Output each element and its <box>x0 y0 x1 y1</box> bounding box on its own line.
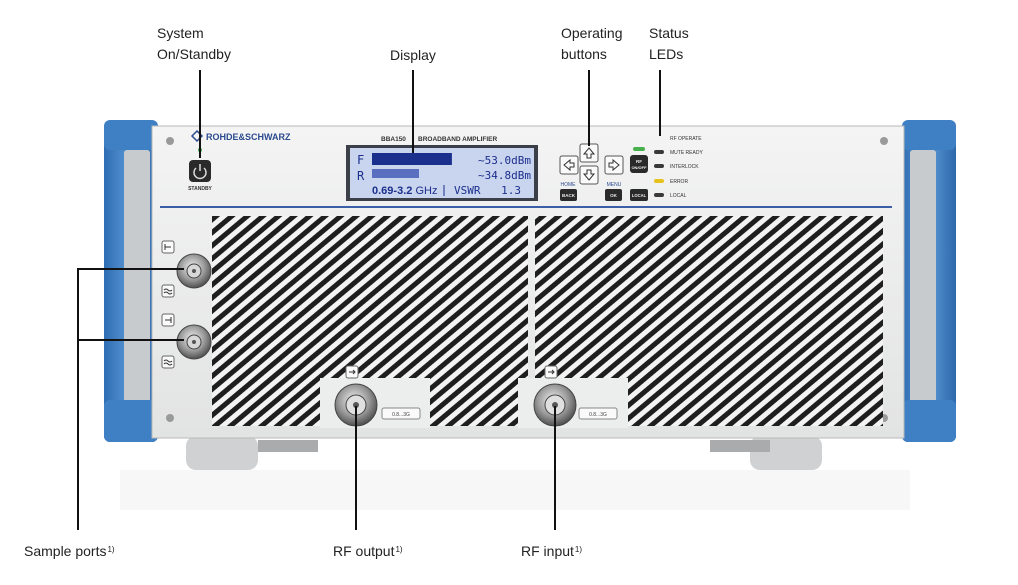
back-button[interactable]: BACK <box>560 189 577 201</box>
mute-ready-label: MUTE READY <box>670 150 703 156</box>
screw <box>166 137 174 145</box>
rf-on-label-line1: RF <box>636 159 642 164</box>
output-arrow-icon <box>349 369 356 375</box>
leader-sample-1 <box>77 268 184 530</box>
rf-operate-led <box>633 147 645 151</box>
local-button-label: LOCAL <box>632 193 647 198</box>
rf-input-tag: 0.8...3G <box>578 407 618 420</box>
frequency-range: 0.69-3.2 <box>372 185 412 197</box>
forward-power-bar <box>372 153 452 165</box>
local-led <box>654 193 664 197</box>
callout-system-standby: System On/Standby <box>157 23 231 65</box>
wave-icon <box>163 288 173 295</box>
input-arrow-icon <box>548 369 555 375</box>
frequency-unit: GHz <box>415 185 437 197</box>
ok-button[interactable]: OK <box>605 189 622 201</box>
sample-port-forward[interactable] <box>161 240 212 298</box>
screw <box>880 137 888 145</box>
arrow-down-icon <box>582 169 596 181</box>
callout-sample-ports: Sample ports1) <box>24 543 115 559</box>
callout-rf-input: RF input1) <box>521 543 583 559</box>
device-feet <box>120 436 910 510</box>
svg-text:0.69-3.2 GHz: 0.69-3.2 GHz <box>372 185 437 197</box>
right-handle <box>902 120 956 442</box>
callout-status-leds: Status LEDs <box>649 25 689 62</box>
menu-label: MENU <box>607 182 622 188</box>
standby-label: STANDBY <box>188 186 212 192</box>
arrow-up-button[interactable] <box>579 143 599 163</box>
interlock-led <box>654 164 664 168</box>
reverse-power-bar <box>372 169 419 178</box>
port-direction-icon <box>165 317 172 323</box>
leader-lines <box>77 70 661 530</box>
back-label: BACK <box>562 193 576 198</box>
interlock-label: INTERLOCK <box>670 164 699 170</box>
left-handle <box>104 120 158 442</box>
rf-output-tag: 0.8...3G <box>381 407 421 420</box>
reverse-power-value: ~34.8dBm <box>478 169 531 182</box>
home-label: HOME <box>561 182 577 188</box>
rf-on-off-button[interactable]: RF ON/OFF <box>630 155 648 173</box>
callout-display: Display <box>390 47 436 63</box>
vswr-value: 1.3 <box>501 184 521 197</box>
sample-port-reverse[interactable] <box>161 313 212 369</box>
error-led <box>654 179 664 183</box>
rf-input-tag-label: 0.8...3G <box>589 412 607 418</box>
port-direction-icon <box>164 244 171 250</box>
lcd-display: F R ~53.0dBm ~34.8dBm 0.69-3.2 GHz VSWR … <box>346 145 538 201</box>
screw <box>166 414 174 422</box>
operating-buttons: HOME BACK MENU OK RF ON/OFF LOCAL <box>559 143 648 201</box>
callout-system-standby-line1: System <box>157 25 204 41</box>
product-label: BROADBAND AMPLIFIER <box>418 136 498 143</box>
forward-label: F <box>357 153 364 167</box>
rf-input-connector[interactable] <box>533 365 577 427</box>
status-leds: RF OPERATE MUTE READY INTERLOCK ERROR LO… <box>633 136 703 199</box>
callout-rf-output: RF output1) <box>333 543 403 559</box>
wave-icon <box>163 359 173 366</box>
brand-name: ROHDE&SCHWARZ <box>206 132 291 142</box>
callout-system-standby-line2: On/Standby <box>157 46 231 62</box>
callout-operating-buttons: Operating buttons <box>561 25 623 62</box>
arrow-right-icon <box>608 158 620 172</box>
mute-ready-led <box>654 150 664 154</box>
local-button[interactable]: LOCAL <box>630 189 648 201</box>
local-led-label: LOCAL <box>670 193 687 199</box>
arrow-left-icon <box>563 158 575 172</box>
power-icon <box>193 167 207 180</box>
reverse-label: R <box>357 169 365 183</box>
rf-operate-label: RF OPERATE <box>670 136 702 142</box>
arrow-up-icon <box>582 147 596 159</box>
rf-output-connector[interactable] <box>334 365 378 427</box>
forward-power-value: ~53.0dBm <box>478 154 531 167</box>
error-label: ERROR <box>670 179 688 185</box>
arrow-left-button[interactable] <box>559 155 579 175</box>
ok-label: OK <box>610 193 618 198</box>
arrow-down-button[interactable] <box>579 165 599 185</box>
rf-output-tag-label: 0.8...3G <box>392 412 410 418</box>
model-label: BBA150 <box>381 136 406 143</box>
rf-on-label-line2: ON/OFF <box>631 165 647 170</box>
arrow-right-button[interactable] <box>604 155 624 175</box>
brand-logo: ROHDE&SCHWARZ <box>190 129 291 143</box>
vswr-label: VSWR <box>454 184 481 197</box>
standby-button[interactable] <box>189 160 211 182</box>
